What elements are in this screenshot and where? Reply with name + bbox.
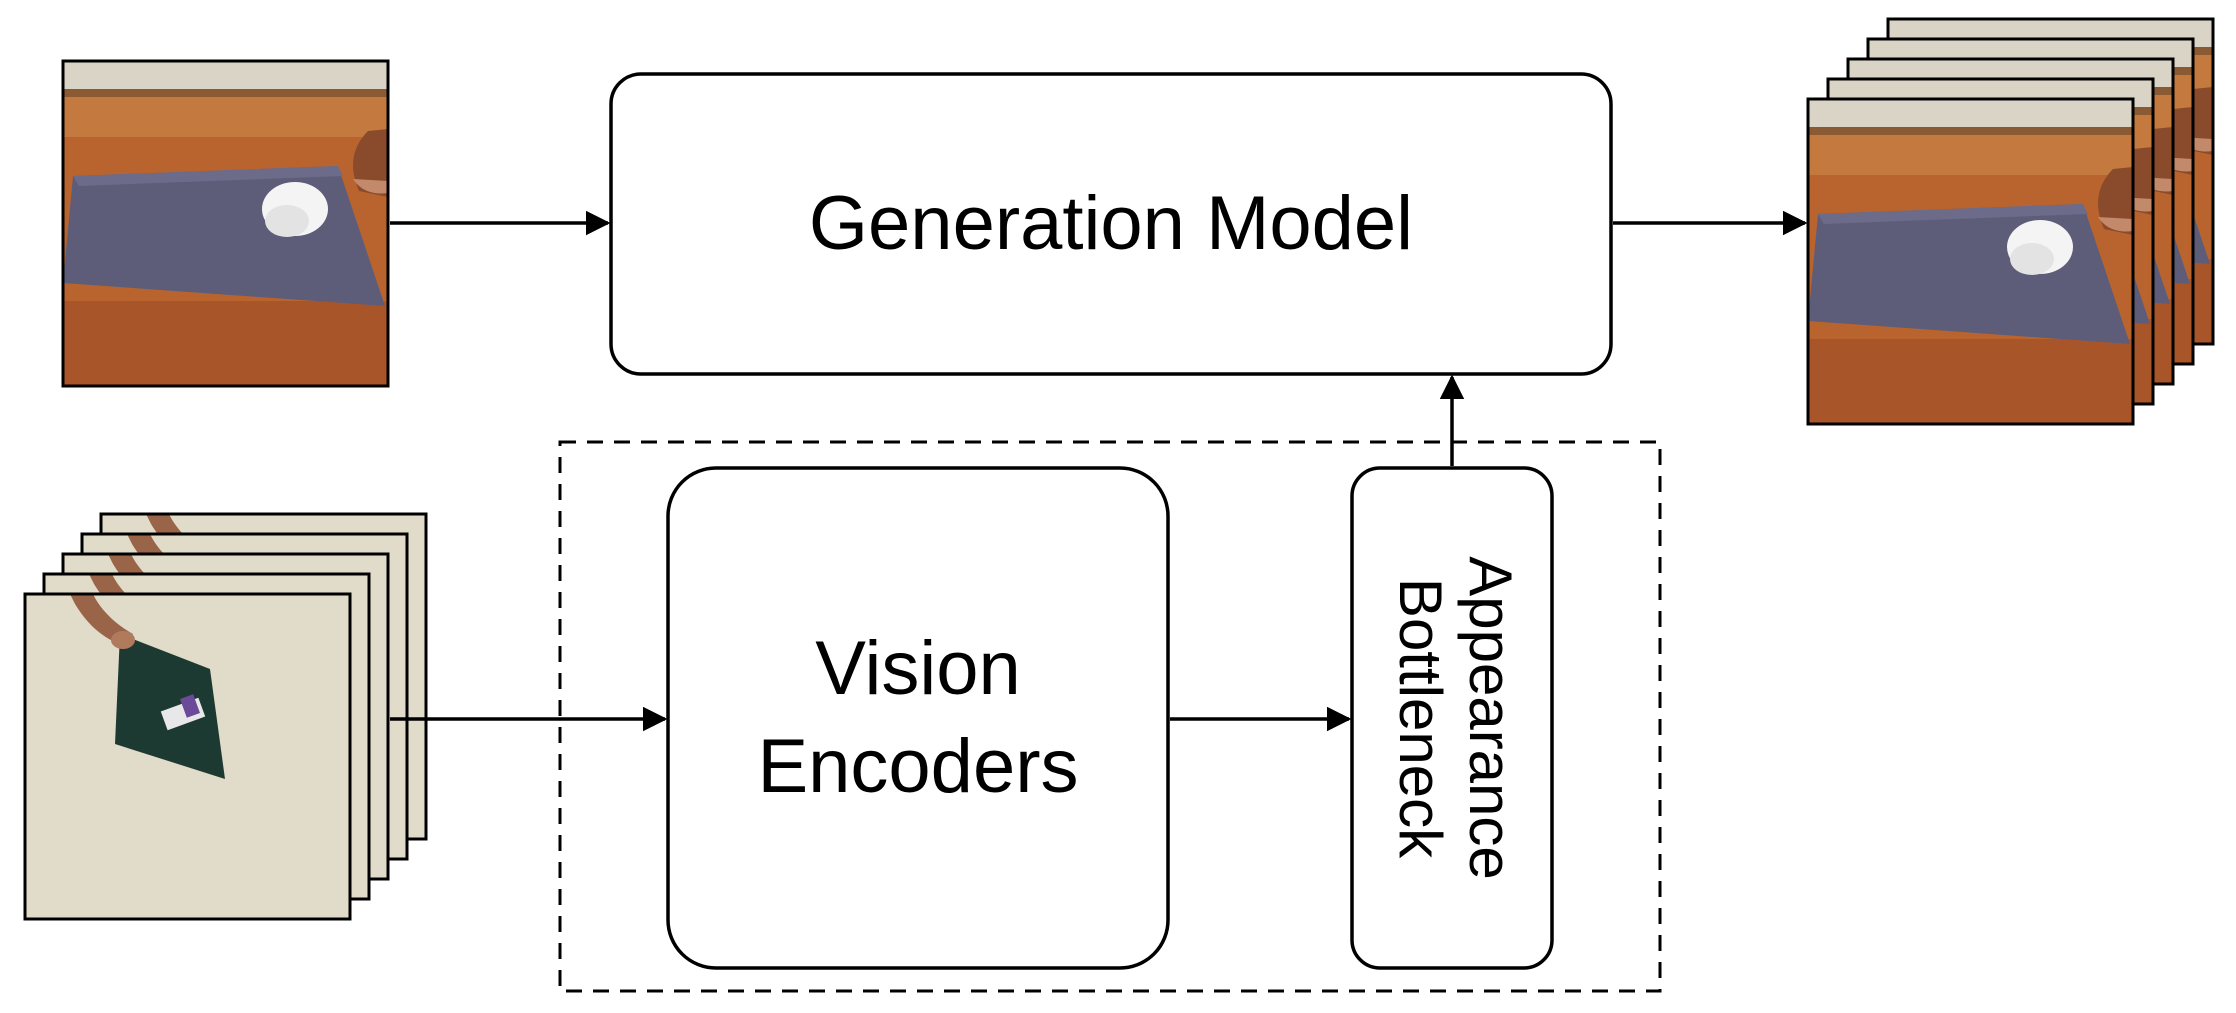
- encoder-region-dashed-box: [558, 440, 1662, 993]
- conditioning-frame-image: [61, 59, 390, 388]
- input-video-stack: [23, 512, 428, 921]
- vision-encoders-label-line1: Vision: [815, 626, 1021, 711]
- generated-frame-front: [1806, 97, 2135, 426]
- appearance-bottleneck-label-line1: Appearance: [1457, 556, 1524, 880]
- generation-model-label: Generation Model: [809, 181, 1413, 266]
- input-frame-front: [23, 592, 352, 921]
- appearance-bottleneck-label-line2: Bottleneck: [1387, 578, 1454, 859]
- appearance-bottleneck-node: Appearance Bottleneck: [1350, 466, 1554, 970]
- arrows: [390, 210, 1808, 732]
- vision-encoders-label-line2: Encoders: [757, 724, 1078, 809]
- generation-model-node: Generation Model: [609, 72, 1613, 376]
- generated-video-stack: [1806, 17, 2215, 426]
- vision-encoders-node: Vision Encoders: [666, 466, 1170, 970]
